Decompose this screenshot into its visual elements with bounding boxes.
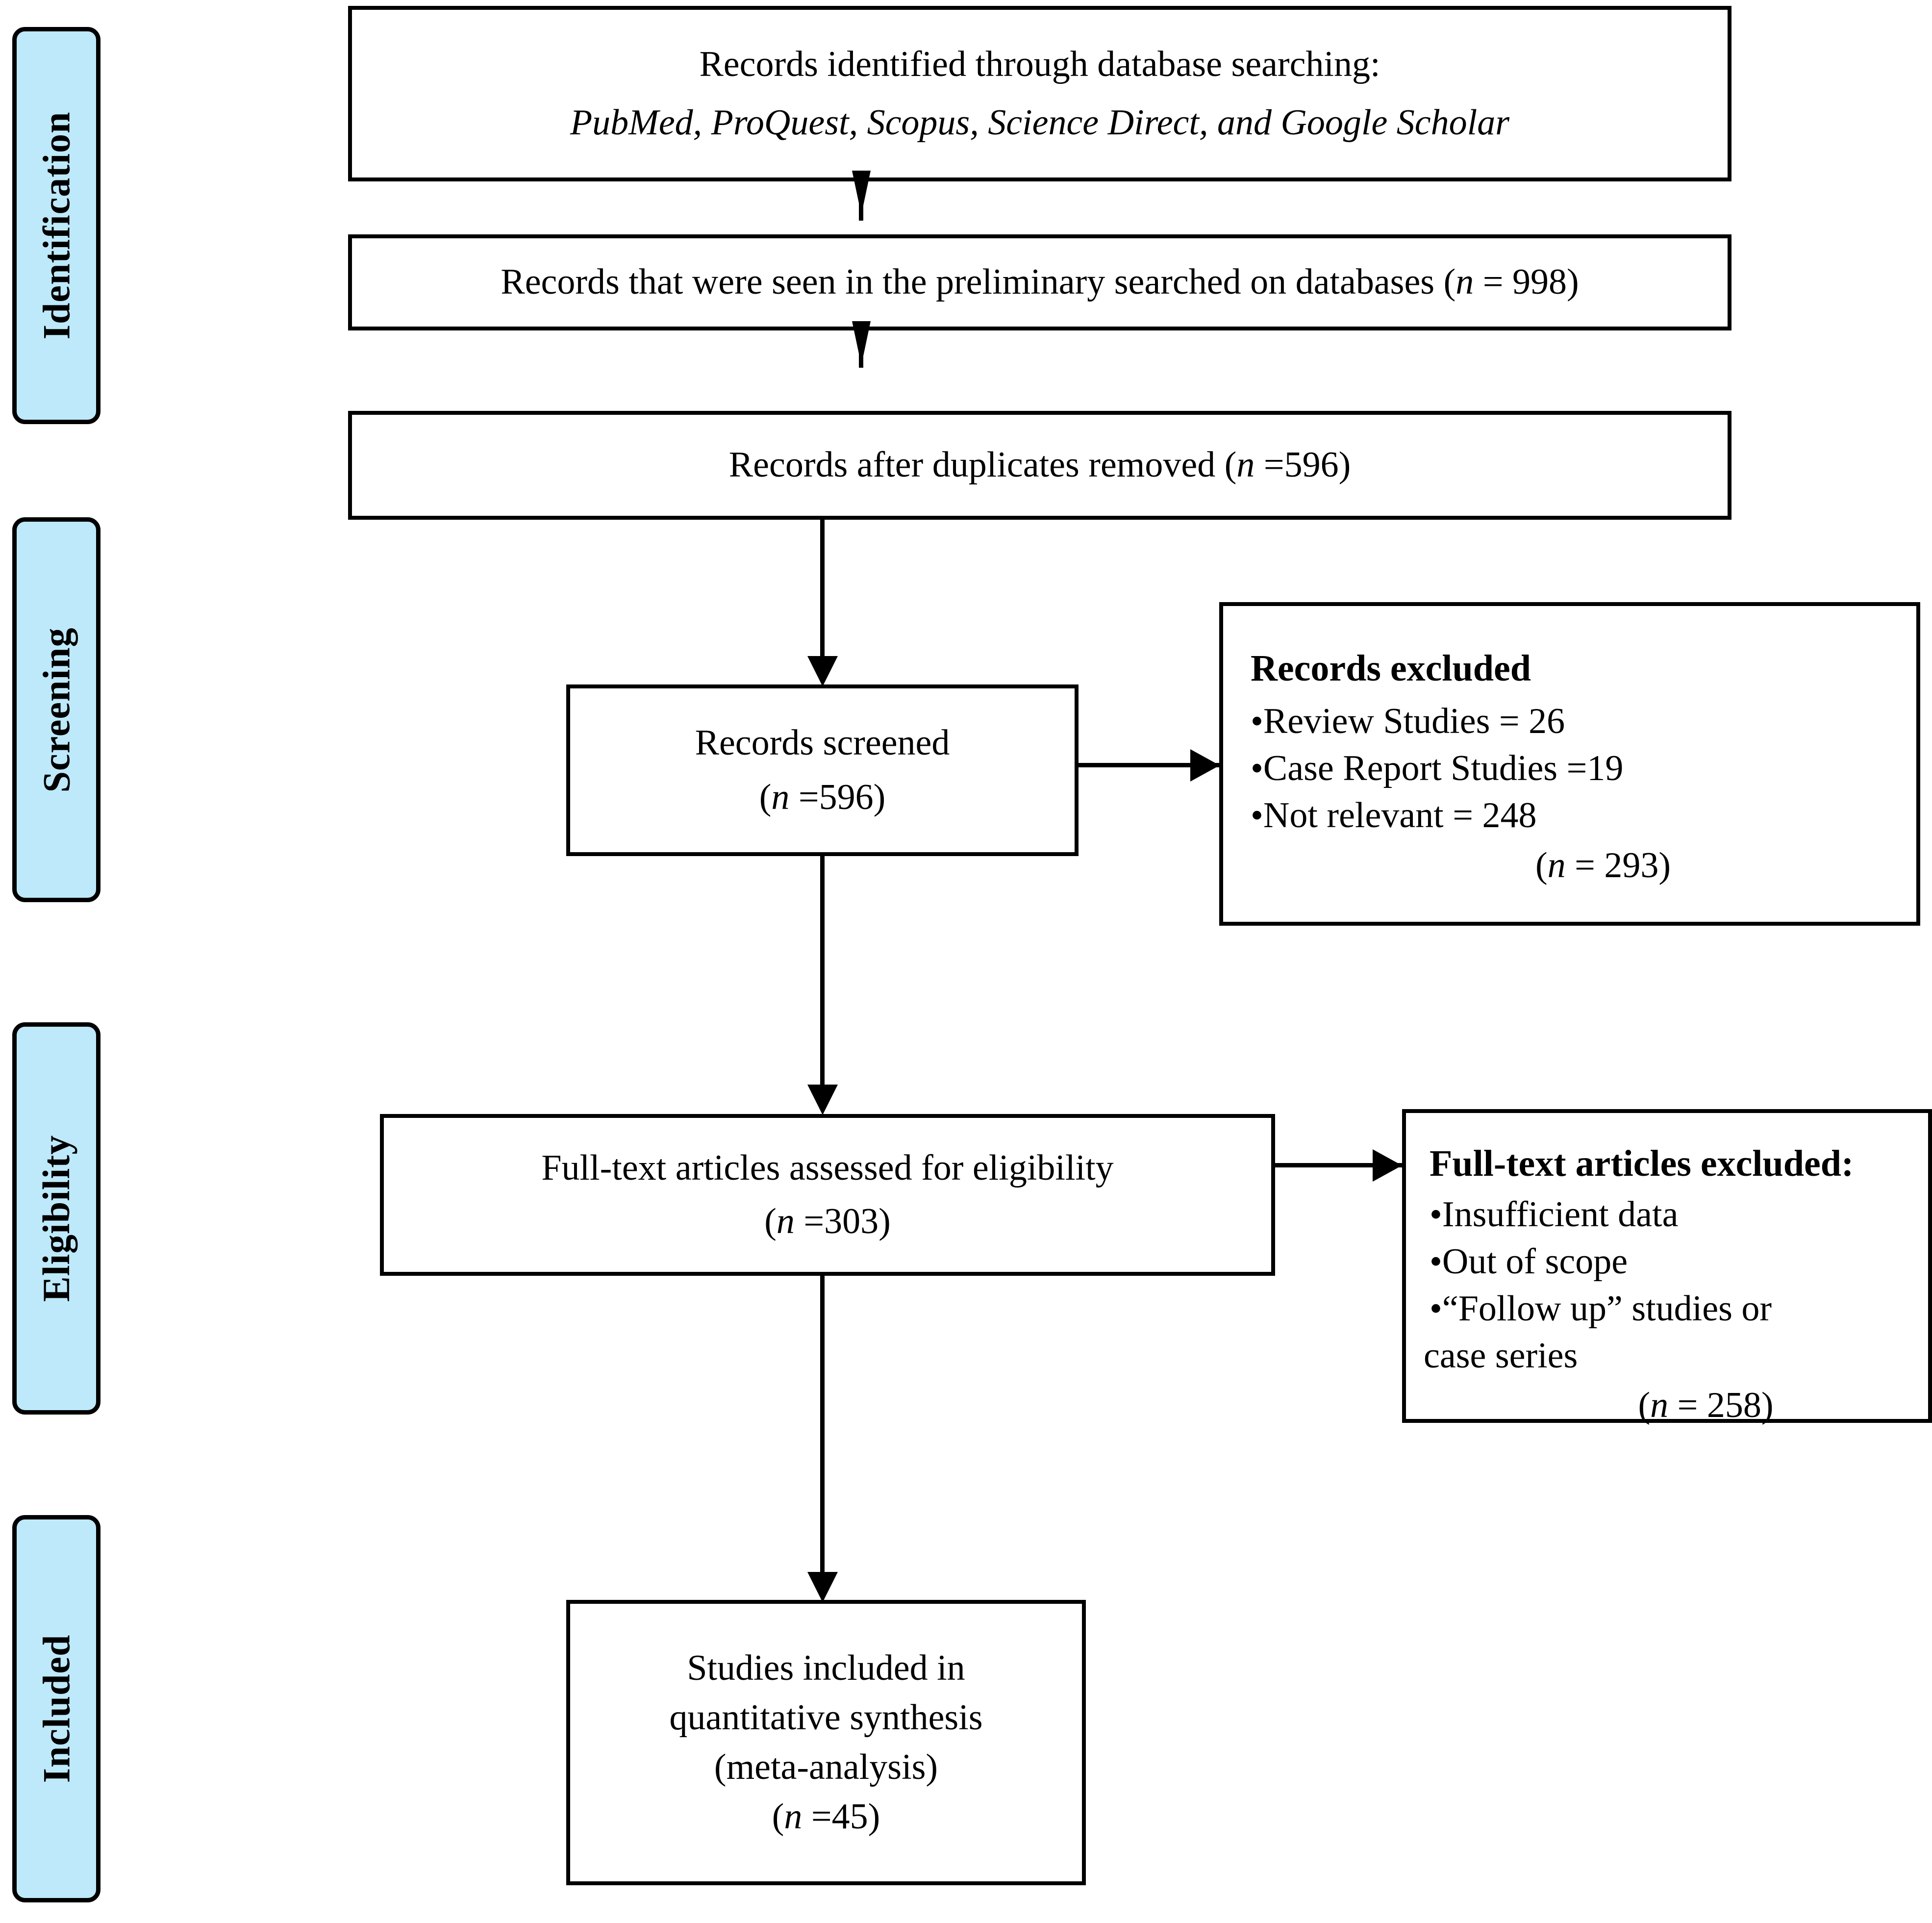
connector-screened-to-fulltext [820,856,825,1087]
fulltext-assessed-line2: (n =303) [764,1199,891,1244]
records-screened-count: =596) [789,777,886,817]
box-records-screened: Records screened (n =596) [566,684,1079,856]
fulltext-excluded-n-symbol: n [1650,1385,1669,1425]
studies-included-count: =45) [802,1796,880,1837]
fulltext-excluded-total: (n = 258) [1569,1382,1773,1429]
arrow-preliminary-to-duplicates [852,321,871,365]
bullet-dot-icon: • [1251,748,1263,788]
records-excluded-bullet-2: •Case Report Studies =19 [1251,745,1623,792]
connector-fulltext-to-excluded [1275,1163,1403,1167]
duplicates-removed-n-symbol: n [1236,445,1255,485]
preliminary-searched-n-symbol: n [1455,262,1474,303]
box-fulltext-excluded: Full-text articles excluded: •Insufficie… [1402,1109,1932,1425]
fulltext-excluded-bullet-2: •Out of scope [1430,1238,1628,1285]
records-excluded-n-symbol: n [1547,845,1566,886]
arrow-screened-to-excluded [1190,749,1220,782]
box-records-excluded: Records excluded •Review Studies = 26 •C… [1219,602,1920,926]
stage-label-eligibility-text: Eligibility [35,1135,77,1302]
fulltext-excluded-paren-open: ( [1638,1385,1651,1425]
studies-included-line2: quantitative synthesis [669,1697,983,1738]
fulltext-excluded-total-count: = 258) [1668,1385,1774,1425]
box-duplicates-removed: Records after duplicates removed (n =596… [348,411,1731,520]
stage-label-identification-text: Identification [35,111,78,340]
stage-label-screening: Screening [12,517,100,902]
records-excluded-paren-open: ( [1535,845,1548,886]
records-excluded-bullet-2-text: Case Report Studies =19 [1263,748,1624,788]
records-identified-line2: PubMed, ProQuest, Scopus, Science Direct… [570,102,1509,143]
fulltext-excluded-bullet-3-wrap: case series [1424,1336,1578,1376]
stage-label-screening-text: Screening [35,627,78,792]
studies-included-line3: (meta-analysis) [714,1747,938,1787]
records-excluded-heading: Records excluded [1251,648,1531,689]
bullet-dot-icon: • [1430,1289,1442,1329]
connector-screened-to-excluded [1079,763,1221,767]
fulltext-assessed-line1: Full-text articles assessed for eligibil… [541,1147,1114,1188]
box-fulltext-assessed: Full-text articles assessed for eligibil… [380,1114,1275,1276]
arrow-identified-to-preliminary [852,171,871,215]
connector-duplicates-to-screened [820,520,825,659]
records-excluded-total: (n = 293) [1477,842,1671,889]
studies-included-line1: Studies included in [687,1647,965,1688]
fulltext-excluded-bullet-1-text: Insufficient data [1442,1194,1679,1235]
records-excluded-bullet-3-text: Not relevant = 248 [1263,795,1537,836]
preliminary-searched-line: Records that were seen in the preliminar… [501,259,1579,305]
records-screened-line2: (n =596) [759,775,886,820]
studies-included-paren-open: ( [772,1796,784,1837]
duplicates-removed-text-post: =596) [1255,445,1351,485]
fulltext-assessed-paren-open: ( [764,1201,777,1241]
fulltext-excluded-bullet-2-text: Out of scope [1442,1241,1628,1282]
arrow-duplicates-to-screened [807,656,838,686]
bullet-dot-icon: • [1430,1241,1442,1282]
records-screened-paren-open: ( [759,777,772,817]
records-identified-line1: Records identified through database sear… [699,44,1380,84]
bullet-dot-icon: • [1251,701,1263,741]
records-screened-line1: Records screened [695,722,950,763]
records-screened-n-symbol: n [771,777,790,817]
stage-label-eligibility: Eligibility [12,1022,100,1415]
duplicates-removed-text-pre: Records after duplicates removed ( [728,445,1237,485]
box-studies-included: Studies included in quantitative synthes… [566,1600,1086,1885]
arrow-fulltext-to-excluded [1373,1149,1402,1182]
stage-label-included: Included [12,1515,100,1902]
fulltext-excluded-bullet-1: •Insufficient data [1430,1191,1678,1238]
preliminary-searched-text-pre: Records that were seen in the preliminar… [501,262,1456,303]
fulltext-excluded-bullet-3: •“Follow up” studies or [1430,1285,1772,1332]
duplicates-removed-line: Records after duplicates removed (n =596… [729,442,1351,488]
box-records-identified: Records identified through database sear… [348,6,1731,181]
studies-included-line4: (n =45) [772,1794,880,1840]
stage-label-identification: Identification [12,27,100,424]
studies-included-n-symbol: n [784,1796,803,1837]
fulltext-assessed-n-symbol: n [776,1201,795,1241]
preliminary-searched-text-post: = 998) [1474,262,1579,303]
records-excluded-bullet-1: •Review Studies = 26 [1251,698,1565,745]
bullet-dot-icon: • [1430,1194,1442,1235]
arrow-fulltext-to-included [807,1572,838,1602]
stage-label-included-text: Included [35,1634,78,1783]
fulltext-excluded-heading: Full-text articles excluded: [1430,1143,1854,1184]
bullet-dot-icon: • [1251,795,1263,836]
arrow-screened-to-fulltext [807,1085,838,1115]
connector-fulltext-to-included [820,1276,825,1575]
records-excluded-total-count: = 293) [1565,845,1671,886]
box-preliminary-searched: Records that were seen in the preliminar… [348,234,1731,330]
records-excluded-bullet-1-text: Review Studies = 26 [1263,701,1565,741]
fulltext-excluded-bullet-3-text: “Follow up” studies or [1442,1289,1772,1329]
records-excluded-bullet-3: •Not relevant = 248 [1251,792,1536,839]
fulltext-assessed-count: =303) [794,1201,891,1241]
